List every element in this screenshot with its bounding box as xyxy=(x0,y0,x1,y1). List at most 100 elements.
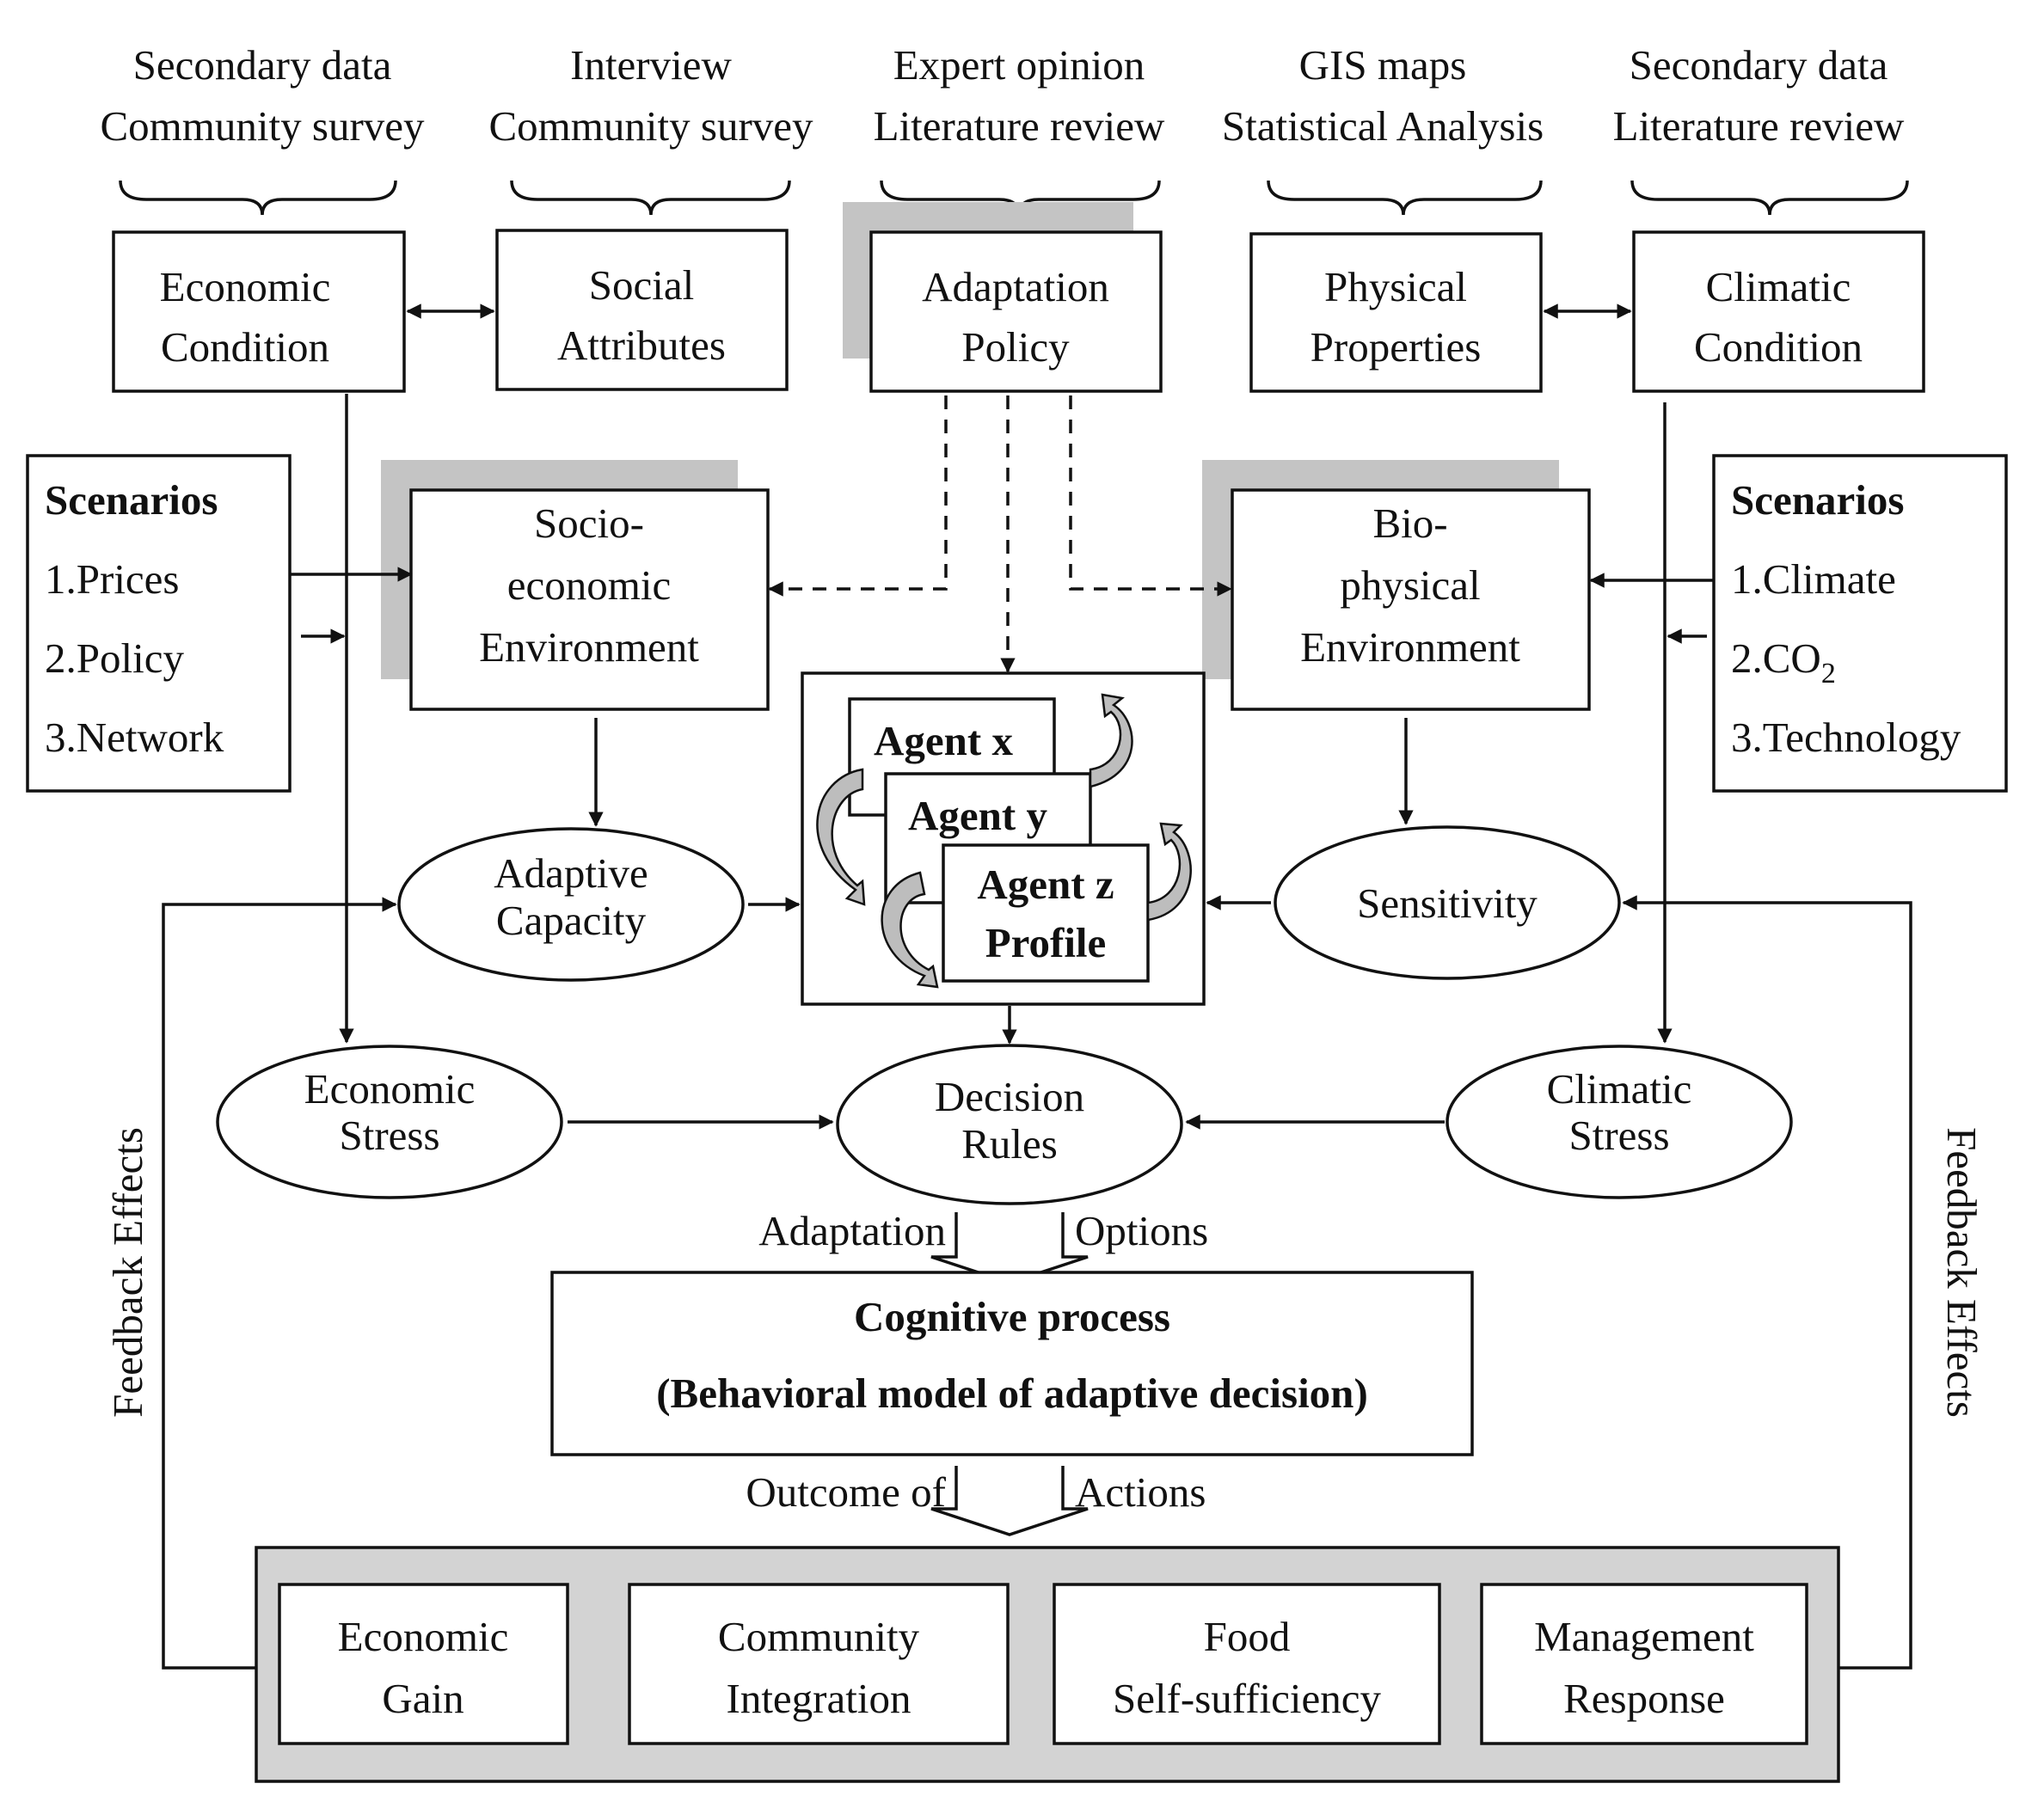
outcome-economic-gain-line2: Gain xyxy=(382,1675,463,1722)
economic-stress-line2: Stress xyxy=(339,1112,439,1159)
source-physical-line1: GIS maps xyxy=(1299,41,1467,89)
adaptive-capacity-node: Adaptive Capacity xyxy=(397,827,745,982)
outcome-left: Outcome of xyxy=(746,1468,946,1516)
climatic-condition-line2: Condition xyxy=(1694,323,1863,371)
source-climatic: Secondary data Literature review xyxy=(1613,41,1909,216)
agent-z-card xyxy=(942,843,1150,983)
feedback-right-label: Feedback Effects xyxy=(1938,1127,1986,1418)
source-policy: Expert opinion Literature review xyxy=(874,41,1165,216)
agent-x-label: Agent x xyxy=(874,717,1013,764)
economic-stress-line1: Economic xyxy=(304,1065,476,1112)
source-climatic-line2: Literature review xyxy=(1613,102,1905,150)
climatic-stress-node: Climatic Stress xyxy=(1446,1045,1793,1199)
agent-z-profile: Profile xyxy=(985,919,1107,966)
sensitivity-node: Sensitivity xyxy=(1274,825,1621,980)
bio-env-line3: Environment xyxy=(1300,623,1520,671)
bio-env-line2: physical xyxy=(1340,561,1480,609)
scenario-network: 3.Network xyxy=(45,714,224,761)
source-policy-line2: Literature review xyxy=(874,102,1165,150)
socio-env-line2: economic xyxy=(507,561,671,609)
brace-economic xyxy=(119,180,397,216)
scenario-policy: 2.Policy xyxy=(45,634,184,682)
source-social-line2: Community survey xyxy=(488,102,813,150)
brace-social xyxy=(510,180,791,216)
cognitive-title: Cognitive process xyxy=(854,1293,1170,1340)
outcome-food-line1: Food xyxy=(1204,1613,1291,1660)
adaptation-policy-line1: Adaptation xyxy=(922,263,1109,310)
outcome-economic-gain: Economic Gain xyxy=(278,1583,569,1745)
outcome-management-line2: Response xyxy=(1563,1675,1725,1722)
outcome-right: Actions xyxy=(1075,1468,1206,1516)
feedback-right-line xyxy=(1622,895,1912,1670)
adaptive-capacity-line1: Adaptive xyxy=(494,849,648,897)
source-physical: GIS maps Statistical Analysis xyxy=(1222,41,1544,216)
cycle-arrow-left-lower xyxy=(881,871,939,989)
bio-physical-environment-box: Bio- physical Environment xyxy=(1231,488,1591,711)
dashed-policy-to-bio xyxy=(1069,395,1232,597)
brace-climatic xyxy=(1630,180,1909,216)
adaptive-capacity-line2: Capacity xyxy=(496,897,647,944)
cycle-arrow-left-upper xyxy=(816,768,866,906)
bio-env-line1: Bio- xyxy=(1372,499,1447,547)
source-climatic-line1: Secondary data xyxy=(1630,41,1888,89)
social-attributes-line1: Social xyxy=(589,261,694,309)
scenario-climate: 1.Climate xyxy=(1731,555,1896,603)
brace-physical xyxy=(1267,180,1543,216)
outcome-management-response: Management Response xyxy=(1480,1583,1808,1745)
physical-properties-line2: Properties xyxy=(1310,323,1482,371)
scenario-prices: 1.Prices xyxy=(45,555,180,603)
adaptation-policy-box: Adaptation Policy xyxy=(869,230,1163,393)
economic-stress-node: Economic Stress xyxy=(216,1045,563,1199)
sensitivity-label: Sensitivity xyxy=(1357,879,1538,927)
outcome-community-integration: Community Integration xyxy=(628,1583,1010,1745)
climatic-stress-line1: Climatic xyxy=(1547,1065,1692,1112)
outcome-economic-gain-line1: Economic xyxy=(338,1613,509,1660)
decision-rules-line2: Rules xyxy=(961,1120,1058,1168)
outcome-arrow xyxy=(930,1466,1089,1536)
social-attributes-box: Social Attributes xyxy=(495,229,789,391)
scenarios-left-box: Scenarios 1.Prices 2.Policy 3.Network xyxy=(26,454,292,793)
cycle-arrow-right-lower xyxy=(1146,822,1192,922)
economic-condition-line2: Condition xyxy=(161,323,329,371)
socio-env-line3: Environment xyxy=(479,623,699,671)
physical-properties-box: Physical Properties xyxy=(1249,232,1543,393)
source-social: Interview Community survey xyxy=(488,41,813,216)
scenario-co2: 2.CO2 xyxy=(1731,634,1836,689)
economic-condition-box: Economic Condition xyxy=(112,230,406,393)
source-economic-line1: Secondary data xyxy=(133,41,392,89)
feedback-left-line xyxy=(162,897,397,1670)
source-physical-line2: Statistical Analysis xyxy=(1222,102,1544,150)
adaptation-policy-line2: Policy xyxy=(961,323,1070,371)
source-economic: Secondary data Community survey xyxy=(100,41,425,216)
agents-panel: Agent x Agent y Agent z Profile xyxy=(801,671,1206,1006)
outcome-community-line2: Integration xyxy=(727,1675,912,1722)
source-economic-line2: Community survey xyxy=(100,102,425,150)
cognitive-subtitle: (Behavioral model of adaptive decision) xyxy=(656,1370,1368,1417)
scenarios-left-title: Scenarios xyxy=(45,476,218,524)
cycle-arrow-right-upper xyxy=(1089,693,1133,788)
agent-z-label: Agent z xyxy=(977,861,1114,908)
adaptation-options-left: Adaptation xyxy=(758,1207,946,1254)
outcome-food-line2: Self-sufficiency xyxy=(1113,1675,1382,1722)
outcome-community-line1: Community xyxy=(718,1613,920,1660)
scenarios-right-title: Scenarios xyxy=(1731,476,1904,524)
socio-economic-environment-box: Socio- economic Environment xyxy=(409,488,770,711)
scenarios-right-box: Scenarios 1.Climate 2.CO2 3.Technology xyxy=(1712,454,2008,793)
decision-rules-line1: Decision xyxy=(935,1073,1084,1120)
outcome-management-line1: Management xyxy=(1534,1613,1754,1660)
physical-properties-line1: Physical xyxy=(1324,263,1467,310)
feedback-left-label: Feedback Effects xyxy=(104,1127,151,1418)
source-policy-line1: Expert opinion xyxy=(893,41,1145,89)
social-attributes-line2: Attributes xyxy=(557,322,726,369)
dashed-policy-to-socio xyxy=(768,395,948,597)
economic-condition-line1: Economic xyxy=(160,263,331,310)
agent-y-label: Agent y xyxy=(908,792,1047,839)
climatic-condition-box: Climatic Condition xyxy=(1632,230,1925,393)
source-social-line1: Interview xyxy=(570,41,732,89)
adaptation-options-right: Options xyxy=(1075,1207,1208,1254)
decision-rules-node: Decision Rules xyxy=(836,1044,1183,1205)
outcome-food-self-sufficiency: Food Self-sufficiency xyxy=(1053,1583,1441,1745)
outcomes-panel: Economic Gain Community Integration Food… xyxy=(255,1546,1840,1783)
cognitive-process-box: Cognitive process (Behavioral model of a… xyxy=(550,1271,1474,1456)
